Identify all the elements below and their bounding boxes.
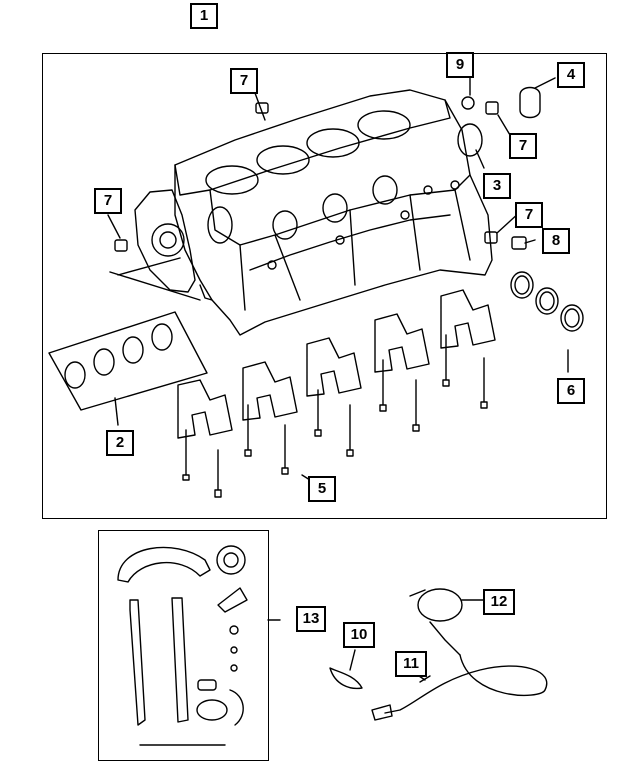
core-plugs xyxy=(457,86,541,250)
callout-2[interactable]: 2 xyxy=(106,430,134,456)
callout-4[interactable]: 4 xyxy=(557,62,585,88)
callout-12[interactable]: 12 xyxy=(483,589,515,615)
callout-6[interactable]: 6 xyxy=(557,378,585,404)
engine-block-frame xyxy=(42,53,607,519)
callout-5[interactable]: 5 xyxy=(308,476,336,502)
callout-8[interactable]: 8 xyxy=(542,228,570,254)
main-bearing-caps xyxy=(177,289,496,498)
callout-11[interactable]: 11 xyxy=(395,651,427,677)
gasket-set xyxy=(117,545,281,746)
callout-13[interactable]: 13 xyxy=(296,606,326,632)
crankshaft-seals xyxy=(510,271,584,373)
engine-block xyxy=(114,89,498,336)
callout-7-rear[interactable]: 7 xyxy=(94,188,122,214)
callout-7-plug[interactable]: 7 xyxy=(509,133,537,159)
callout-9[interactable]: 9 xyxy=(446,52,474,78)
cam-bearings xyxy=(48,257,208,411)
callout-10[interactable]: 10 xyxy=(343,622,375,648)
callout-3[interactable]: 3 xyxy=(483,173,511,199)
block-heater xyxy=(329,588,548,721)
callout-7-block[interactable]: 7 xyxy=(230,68,258,94)
callout-7-side[interactable]: 7 xyxy=(515,202,543,228)
gasket-kit-frame xyxy=(98,530,269,761)
callout-1[interactable]: 1 xyxy=(190,3,218,29)
